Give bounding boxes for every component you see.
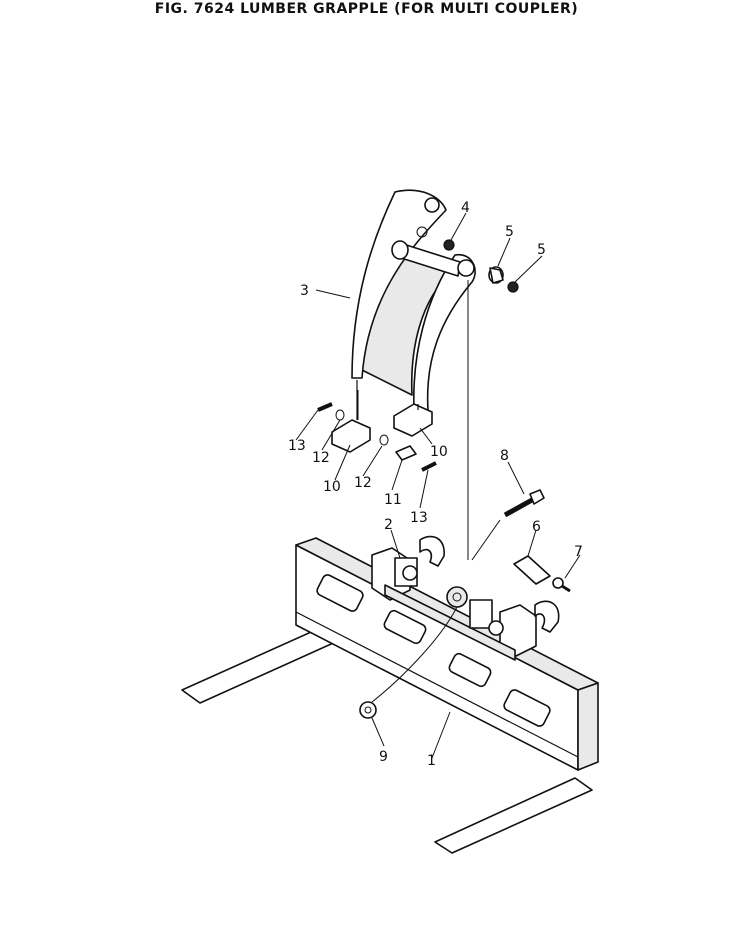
callout-10-left: 10: [323, 479, 341, 495]
callout-12-center: 12: [354, 475, 372, 491]
callout-9: 9: [379, 749, 388, 765]
callout-8: 8: [500, 448, 509, 464]
grapple-arm: [331, 189, 476, 453]
callout-5-top: 4: [461, 200, 470, 216]
fork-frame: [181, 535, 599, 854]
callout-5-right: 5: [537, 242, 546, 258]
callout-4: 5: [505, 224, 514, 240]
callout-7: 7: [574, 544, 583, 560]
callout-12-left: 12: [312, 450, 330, 466]
callout-2: 2: [384, 517, 393, 533]
leader-lines: [295, 212, 581, 759]
callout-1: 1: [427, 753, 436, 769]
callout-10-right: 10: [430, 444, 448, 460]
small-parts: [317, 239, 571, 719]
callout-13-center: 13: [410, 510, 428, 526]
callout-6: 6: [532, 519, 541, 535]
callout-3: 3: [300, 283, 309, 299]
callout-labels: 3 4 5 5 13 12 10 10 12 11 13 8 2 6 7 9 1: [288, 200, 583, 769]
figure-title: FIG. 7624 LUMBER GRAPPLE (FOR MULTI COUP…: [154, 1, 579, 17]
callout-13-left: 13: [288, 438, 306, 454]
callout-11: 11: [384, 492, 402, 508]
